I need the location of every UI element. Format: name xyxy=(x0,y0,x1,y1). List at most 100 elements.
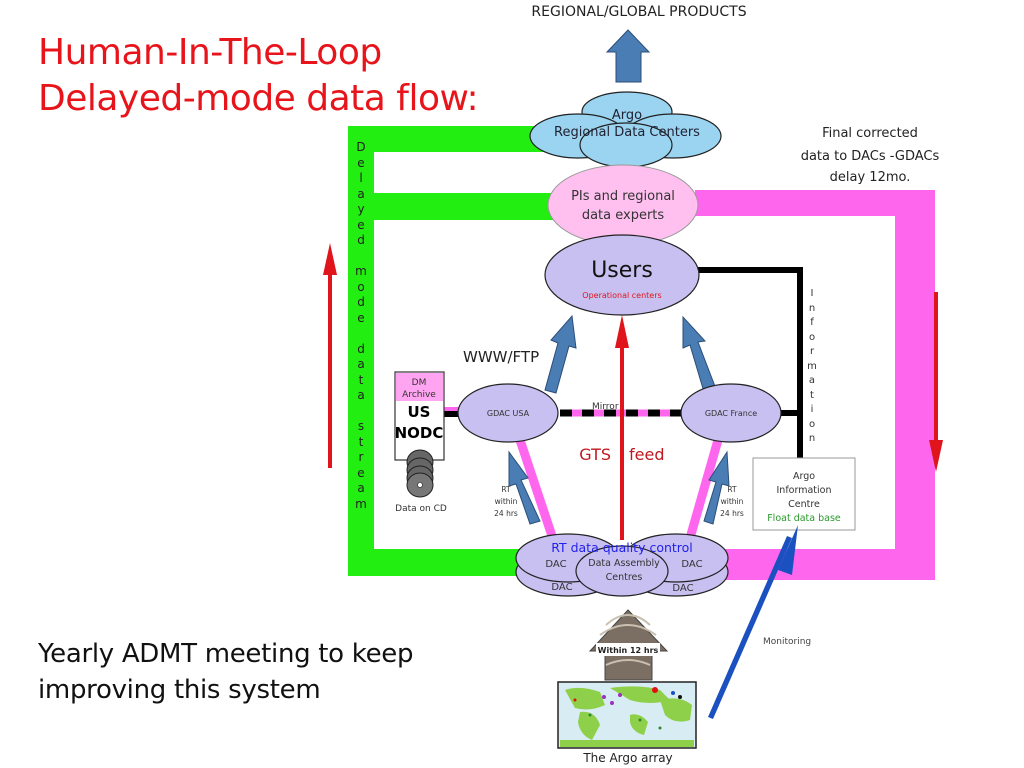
regional-centers-line-2: Regional Data Centers xyxy=(554,125,700,140)
dac-label-1: DAC xyxy=(545,559,566,570)
magenta-bottom-bar xyxy=(725,549,935,580)
gts-feed-arrow-icon xyxy=(615,315,629,348)
rt-qc-label: RT data quality control xyxy=(551,540,693,555)
slide-title: Human-In-The-Loop Delayed-mode data flow… xyxy=(38,30,479,122)
rt-left-line-3: 24 hrs xyxy=(494,509,518,518)
rt-arrow-right-icon xyxy=(703,450,730,525)
pis-node: PIs and regional data experts xyxy=(547,164,699,246)
monitoring-line xyxy=(708,536,792,719)
dac-cluster-node: RT data quality control DAC DAC DAC DAC … xyxy=(515,533,729,597)
slide-footnote: Yearly ADMT meeting to keep improving th… xyxy=(38,636,413,708)
delayed-stream-letter: y xyxy=(357,202,365,216)
delayed-stream-letter xyxy=(359,326,363,342)
dm-archive-line-1: DM xyxy=(412,378,427,388)
delayed-stream-letter: e xyxy=(357,217,365,232)
delayed-mode-stream-bar xyxy=(348,126,374,576)
mirror-label: Mirror xyxy=(592,402,619,412)
information-line xyxy=(697,267,803,458)
delayed-stream-letter: t xyxy=(358,372,364,387)
information-letter: f xyxy=(810,317,814,328)
aic-line-3: Centre xyxy=(788,499,820,510)
cd-stack-icon xyxy=(406,449,434,498)
dm-archive-line-2: Archive xyxy=(402,390,436,400)
dac-label-4: DAC xyxy=(672,583,693,594)
within-12-hrs-arrow-icon: Within 12 hrs xyxy=(588,609,669,681)
delayed-stream-letter: e xyxy=(357,310,365,325)
footnote-line-1: Yearly ADMT meeting to keep xyxy=(38,639,414,669)
delayed-stream-letter: m xyxy=(355,264,367,278)
www-ftp-label: WWW/FTP xyxy=(463,348,539,366)
delayed-stream-letter: e xyxy=(357,465,365,480)
final-corrected-line-1: Final corrected xyxy=(822,126,918,141)
delayed-stream-letter: l xyxy=(359,171,363,185)
green-branch-dac xyxy=(374,549,524,576)
pis-line-2: data experts xyxy=(582,208,665,223)
rt-right-line-1: RT xyxy=(727,485,737,494)
aic-line-1: Argo xyxy=(793,471,815,482)
monitoring-label: Monitoring xyxy=(763,637,811,647)
right-down-arrow-icon xyxy=(929,440,943,472)
information-letter: I xyxy=(810,288,814,299)
delayed-stream-letter: d xyxy=(357,341,365,356)
delayed-stream-letter xyxy=(359,404,363,420)
pis-line-1: PIs and regional xyxy=(571,189,675,204)
delayed-stream-letter: a xyxy=(357,186,365,201)
www-ftp-arrow-right-icon xyxy=(682,315,717,393)
green-branch-pis xyxy=(374,193,554,220)
rt-left-line-1: RT xyxy=(501,485,511,494)
delayed-stream-letter: t xyxy=(358,434,364,449)
rt-right-line-2: within xyxy=(721,497,744,506)
delayed-stream-letter: a xyxy=(357,481,365,495)
products-up-arrow-icon xyxy=(605,29,651,83)
argo-array-label: The Argo array xyxy=(582,751,672,765)
regional-global-products-label: REGIONAL/GLOBAL PRODUCTS xyxy=(531,4,746,20)
dac-label-3: DAC xyxy=(551,582,572,593)
gdac-france-node: GDAC France xyxy=(680,383,782,443)
users-node: Users Operational centers xyxy=(544,234,700,316)
information-letter: m xyxy=(807,360,817,372)
feed-label: feed xyxy=(629,445,664,464)
magenta-right-bar xyxy=(895,190,935,580)
operational-centers-label: Operational centers xyxy=(582,291,661,300)
title-line-1: Human-In-The-Loop xyxy=(38,32,382,73)
delayed-stream-letter: m xyxy=(355,496,367,511)
regional-centers-line-1: Argo xyxy=(612,108,642,123)
delayed-stream-letter: D xyxy=(356,140,366,154)
title-line-2: Delayed-mode data flow: xyxy=(38,78,479,119)
delayed-stream-letter: d xyxy=(357,295,365,309)
delayed-stream-letter: a xyxy=(357,357,365,371)
within-12-hrs-label: Within 12 hrs xyxy=(598,646,659,655)
delayed-stream-letter: s xyxy=(357,419,365,433)
information-letter: a xyxy=(808,375,816,386)
delayed-stream-letter: e xyxy=(357,155,365,170)
delayed-stream-letter: a xyxy=(357,388,365,402)
argo-information-centre-node: Argo Information Centre Float data base xyxy=(752,457,856,531)
dac-center-line-2: Centres xyxy=(606,572,643,583)
information-letter: o xyxy=(808,418,816,430)
www-ftp-arrow-left-icon xyxy=(544,314,577,394)
green-branch-regional xyxy=(374,126,554,152)
rt-link-left xyxy=(515,438,560,547)
information-letter: n xyxy=(808,302,816,314)
information-letter: n xyxy=(808,433,816,444)
gdac-usa-node: GDAC USA xyxy=(457,383,559,443)
monitoring-arrow-icon xyxy=(778,525,798,575)
aic-line-4: Float data base xyxy=(767,513,841,524)
rt-arrow-left-icon xyxy=(508,450,541,525)
final-corrected-line-3: delay 12mo. xyxy=(830,170,911,185)
rt-left-line-2: within xyxy=(495,497,518,506)
information-letter: o xyxy=(808,331,816,343)
rt-right-line-3: 24 hrs xyxy=(720,509,744,518)
information-letter: r xyxy=(809,346,815,357)
gts-label: GTS xyxy=(579,445,611,464)
information-letter: t xyxy=(810,389,814,401)
final-corrected-line-2: data to DACs -GDACs xyxy=(801,149,940,164)
dac-label-2: DAC xyxy=(681,559,702,570)
nodc-label: NODC xyxy=(395,424,444,442)
gdac-usa-label: GDAC USA xyxy=(487,409,530,418)
delayed-stream-letter: d xyxy=(357,233,365,247)
information-letter: i xyxy=(810,404,814,415)
